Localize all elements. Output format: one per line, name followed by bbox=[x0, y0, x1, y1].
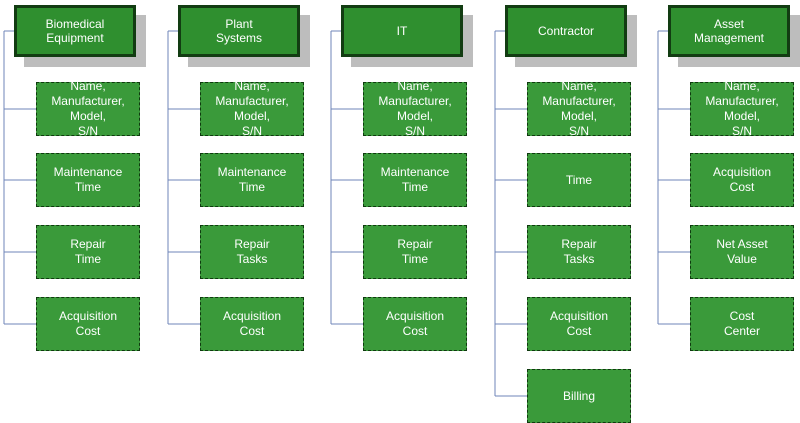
attribute-node-label: Billing bbox=[562, 388, 595, 403]
attribute-node-label: Repair Tasks bbox=[234, 237, 270, 266]
column-header: Contractor bbox=[505, 5, 627, 57]
attribute-node-label: Time bbox=[565, 172, 593, 187]
attribute-node: Cost Center bbox=[690, 297, 794, 351]
attribute-node-label: Acquisition Cost bbox=[222, 309, 282, 338]
attribute-node-label: Acquisition Cost bbox=[712, 165, 772, 194]
attribute-node-label: Name, Manufacturer, Model, S/N bbox=[215, 79, 289, 138]
attribute-node: Repair Time bbox=[363, 225, 467, 279]
column-header: Asset Management bbox=[668, 5, 790, 57]
column-header-label: Contractor bbox=[537, 24, 595, 38]
attribute-node: Name, Manufacturer, Model, S/N bbox=[690, 79, 794, 138]
attribute-node: Billing bbox=[527, 369, 631, 423]
attribute-node: Repair Tasks bbox=[527, 225, 631, 279]
attribute-node: Acquisition Cost bbox=[527, 297, 631, 351]
attribute-node-label: Net Asset Value bbox=[716, 237, 768, 266]
attribute-node: Acquisition Cost bbox=[200, 297, 304, 351]
attribute-node-label: Maintenance Time bbox=[217, 165, 287, 194]
attribute-node: Time bbox=[527, 153, 631, 207]
attribute-node: Repair Tasks bbox=[200, 225, 304, 279]
attribute-node-label: Acquisition Cost bbox=[58, 309, 118, 338]
attribute-node-label: Name, Manufacturer, Model, S/N bbox=[51, 79, 125, 138]
attribute-node-label: Name, Manufacturer, Model, S/N bbox=[378, 79, 452, 138]
attribute-node: Acquisition Cost bbox=[690, 153, 794, 207]
column-header-label: Biomedical Equipment bbox=[45, 17, 105, 45]
attribute-node-label: Name, Manufacturer, Model, S/N bbox=[705, 79, 779, 138]
attribute-node: Acquisition Cost bbox=[363, 297, 467, 351]
attribute-node: Net Asset Value bbox=[690, 225, 794, 279]
column-header-label: Plant Systems bbox=[215, 17, 262, 45]
attribute-node: Name, Manufacturer, Model, S/N bbox=[363, 79, 467, 138]
attribute-node-label: Repair Time bbox=[397, 237, 433, 266]
attribute-node-label: Maintenance Time bbox=[380, 165, 450, 194]
attribute-node-label: Repair Tasks bbox=[561, 237, 597, 266]
attribute-node: Maintenance Time bbox=[200, 153, 304, 207]
attribute-node: Name, Manufacturer, Model, S/N bbox=[527, 79, 631, 138]
attribute-node-label: Maintenance Time bbox=[53, 165, 123, 194]
column-header: IT bbox=[341, 5, 463, 57]
attribute-node: Repair Time bbox=[36, 225, 140, 279]
attribute-node-label: Acquisition Cost bbox=[385, 309, 445, 338]
column-header-label: IT bbox=[396, 24, 408, 38]
column-header: Biomedical Equipment bbox=[14, 5, 136, 57]
attribute-node: Maintenance Time bbox=[363, 153, 467, 207]
attribute-node-label: Acquisition Cost bbox=[549, 309, 609, 338]
column-header-label: Asset Management bbox=[693, 17, 765, 45]
attribute-node: Maintenance Time bbox=[36, 153, 140, 207]
attribute-node: Name, Manufacturer, Model, S/N bbox=[200, 79, 304, 138]
attribute-node-label: Repair Time bbox=[70, 237, 106, 266]
attribute-node: Acquisition Cost bbox=[36, 297, 140, 351]
attribute-node: Name, Manufacturer, Model, S/N bbox=[36, 79, 140, 138]
attribute-node-label: Cost Center bbox=[723, 309, 761, 338]
column-header: Plant Systems bbox=[178, 5, 300, 57]
attribute-node-label: Name, Manufacturer, Model, S/N bbox=[542, 79, 616, 138]
